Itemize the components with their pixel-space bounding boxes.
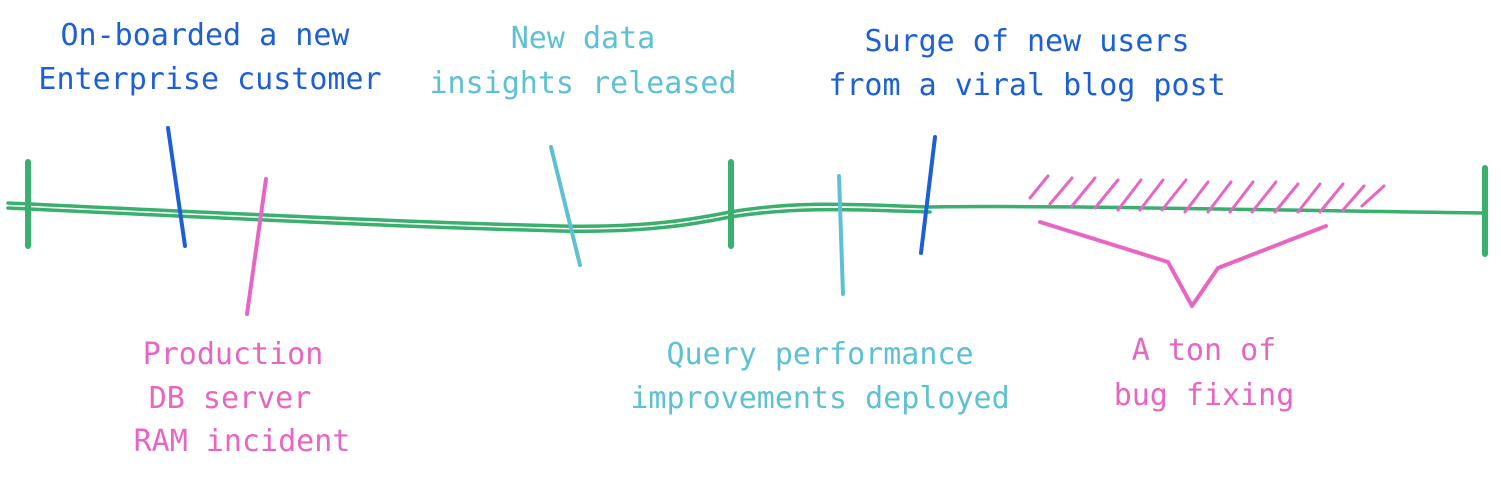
marker-surge (919, 135, 937, 255)
marker-db-incident (245, 177, 268, 316)
marker-insights (549, 145, 582, 267)
label-line: New data (511, 21, 656, 56)
timeline-ticks (25, 159, 1488, 257)
label-line: RAM incident (134, 424, 351, 459)
label-line: On-boarded a new (61, 18, 351, 53)
label-query-perf: Query performance improvements deployed (630, 337, 1009, 416)
bug-fixing-hatch (1028, 174, 1386, 214)
label-line: A ton of (1132, 333, 1277, 368)
label-line: Surge of new users (864, 24, 1189, 59)
event-markers (166, 126, 937, 316)
label-line: Production (143, 337, 324, 372)
marker-enterprise (166, 126, 187, 248)
label-line: improvements deployed (630, 381, 1009, 416)
label-db-incident: Production DB server RAM incident (134, 337, 351, 459)
label-line: insights released (429, 66, 736, 101)
label-enterprise: On-boarded a new Enterprise customer (38, 18, 381, 97)
label-line: DB server (149, 381, 312, 416)
marker-query-perf (837, 174, 845, 296)
label-line: from a viral blog post (828, 68, 1225, 103)
label-bug-fixing: A ton of bug fixing (1114, 333, 1295, 413)
timeline-line (6, 201, 1487, 234)
label-line: Enterprise customer (38, 62, 381, 97)
bug-fixing-brace (1038, 220, 1328, 308)
label-surge: Surge of new users from a viral blog pos… (828, 24, 1225, 103)
label-line: bug fixing (1114, 378, 1295, 413)
label-insights: New data insights released (429, 21, 736, 101)
label-line: Query performance (666, 337, 973, 372)
